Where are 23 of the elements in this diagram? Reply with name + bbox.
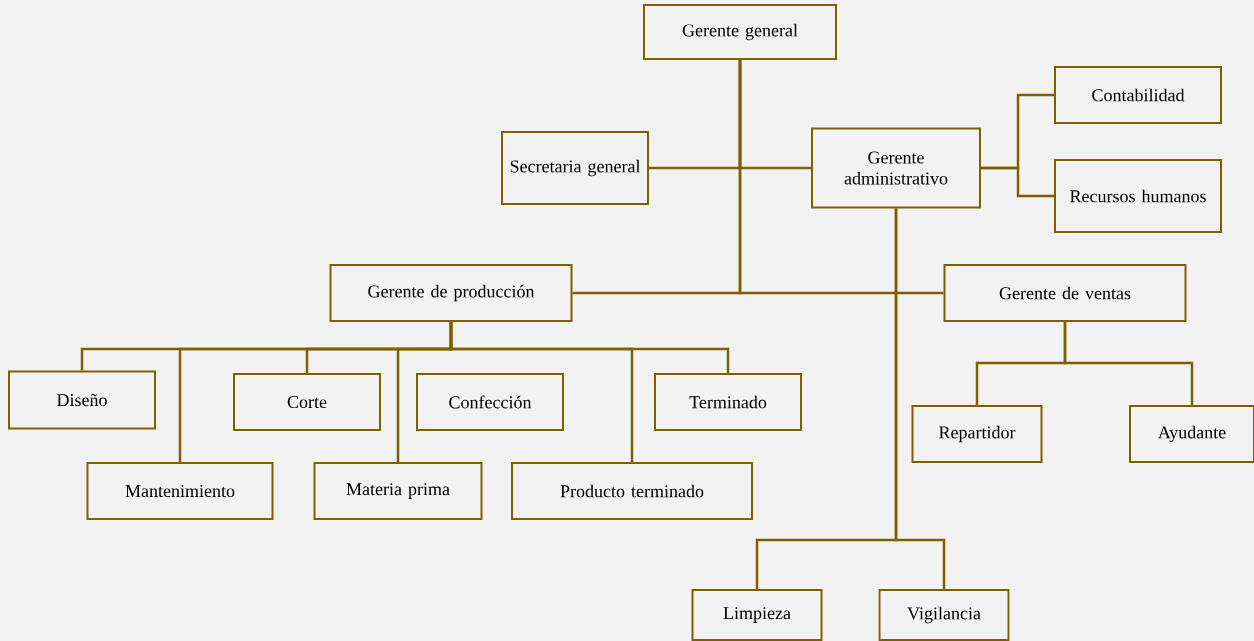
org-box: Corte [233,373,381,431]
org-box: Diseño [8,370,156,430]
org-box: Producto terminado [511,462,753,520]
connector-line [981,166,1054,198]
org-box: Vigilancia [878,589,1010,641]
org-box: Repartidor [911,405,1043,463]
org-box: Confección [416,373,564,431]
connector-line [1063,322,1194,405]
connector-line [894,208,946,589]
connector-line [738,60,944,295]
org-box: Recursos humanos [1054,159,1222,233]
org-box: Materia prima [313,462,483,520]
org-box: Limpieza [691,589,823,641]
org-box: Mantenimiento [86,462,274,520]
connector-line [449,322,634,462]
org-box: Gerente general [643,4,837,60]
org-box: Secretaria general [501,131,649,205]
org-box: Gerente administrativo [811,127,981,209]
org-box: Contabilidad [1054,66,1222,124]
org-box: Gerente de ventas [943,264,1187,322]
org-box: Ayudante [1129,405,1254,463]
org-box: Gerente de producción [329,264,573,322]
org-box: Terminado [654,373,802,431]
